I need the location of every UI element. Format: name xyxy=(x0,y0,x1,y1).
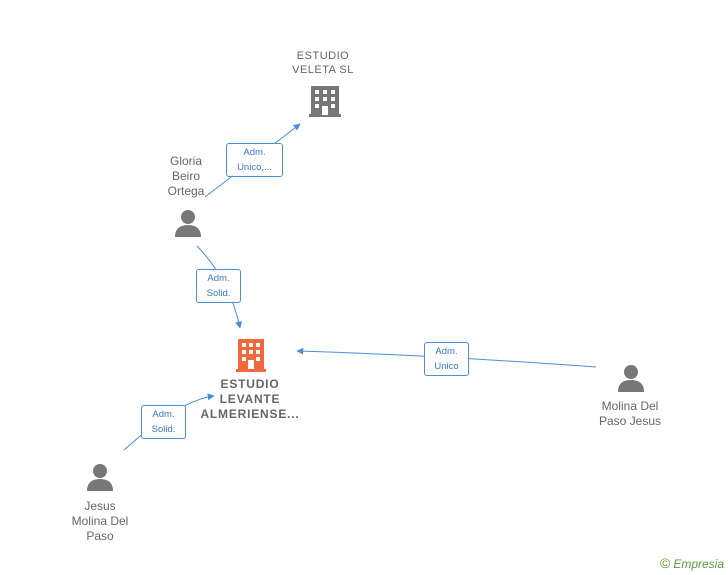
person-icon[interactable] xyxy=(618,365,644,392)
person-label-jesus-molina[interactable]: Jesus Molina Del Paso xyxy=(71,499,129,543)
building-icon[interactable] xyxy=(309,86,341,117)
building-icon[interactable] xyxy=(236,339,266,372)
person-label-molina-jesus[interactable]: Molina Del Paso Jesus xyxy=(598,399,662,428)
brand-logo: ©Empresia xyxy=(660,555,724,571)
person-label-gloria[interactable]: Gloria Beiro Ortega xyxy=(167,154,205,198)
edge-label-gloria-veleta: Adm. Unico,... xyxy=(226,143,283,177)
company-label-estudio-levante[interactable]: ESTUDIO LEVANTE ALMERIENSE... xyxy=(200,377,300,421)
edge-label-gloria-levante: Adm. Solid. xyxy=(196,269,241,303)
edge-label-jesus-levante: Adm. Solid. xyxy=(141,405,186,439)
brand-name: Empresia xyxy=(673,557,724,571)
person-icon[interactable] xyxy=(87,464,113,491)
edge-label-molina-levante: Adm. Unico xyxy=(424,342,469,376)
company-label-estudio-veleta[interactable]: ESTUDIO VELETA SL xyxy=(292,50,354,76)
person-icon[interactable] xyxy=(175,210,201,237)
copyright-icon: © xyxy=(659,555,671,571)
